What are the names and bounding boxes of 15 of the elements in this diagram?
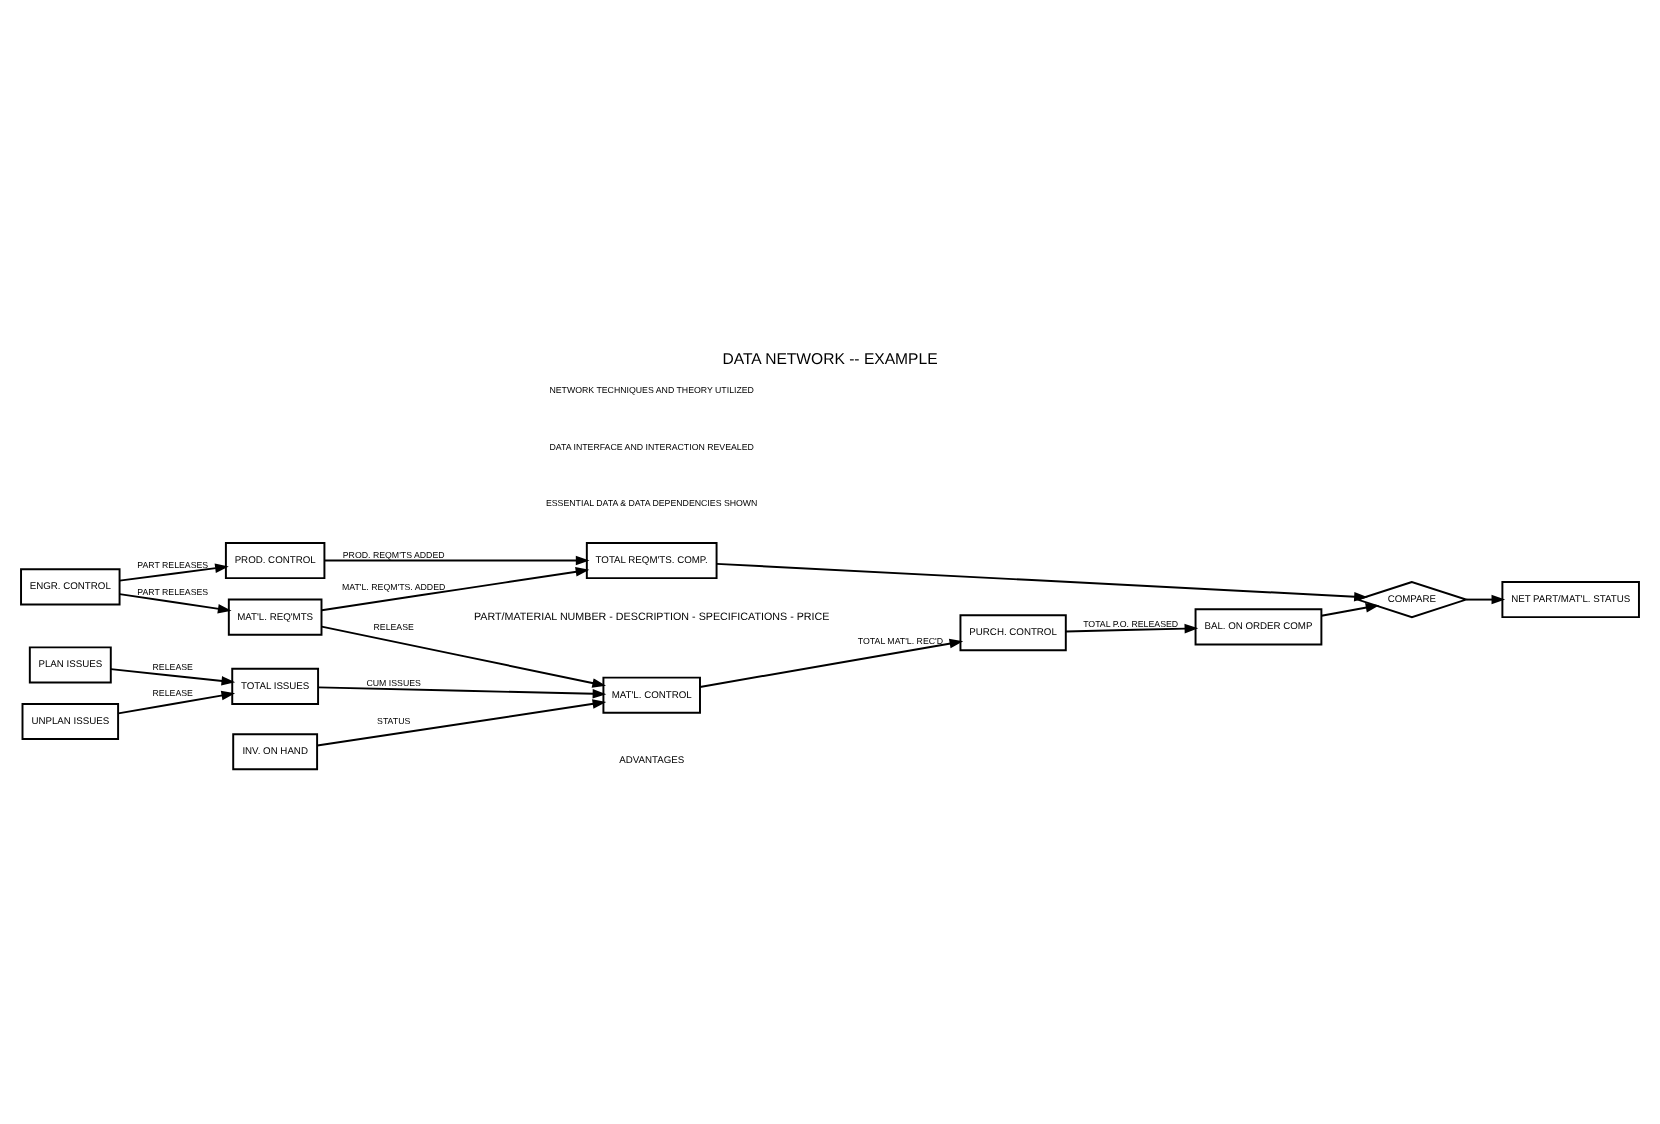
arrow xyxy=(320,624,606,687)
arrow xyxy=(715,561,1368,601)
arrow xyxy=(1465,593,1506,604)
arrow xyxy=(118,562,229,581)
diagram-title: DATA NETWORK -- EXAMPLE xyxy=(722,349,938,368)
arrow xyxy=(699,637,964,687)
arrow xyxy=(316,698,607,746)
arrow xyxy=(317,685,607,698)
arrow xyxy=(323,554,590,565)
arrow xyxy=(118,592,232,613)
arrow xyxy=(109,667,236,685)
arrow xyxy=(1065,622,1199,633)
arrow xyxy=(1320,602,1380,616)
arrow xyxy=(320,566,590,611)
arrow xyxy=(117,689,236,714)
